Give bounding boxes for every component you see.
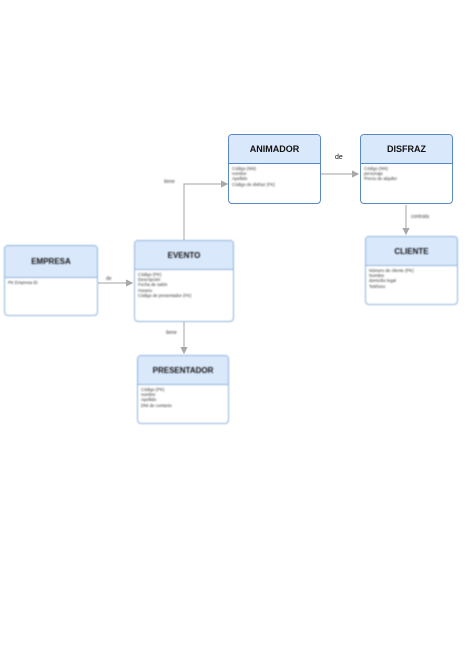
entity-attributes: Código (NN) personaje Precio de alquiler xyxy=(361,164,452,184)
entity-empresa: EMPRESA PK Empresa ID xyxy=(4,245,98,316)
entity-attributes: Código (PK) nombre Apellido DNI de conta… xyxy=(138,385,228,410)
relationship-label-disfraz-cliente: contrata xyxy=(411,214,430,220)
entity-attribute: Teléfono xyxy=(369,283,386,289)
entity-attribute: Número de cliente (PK) xyxy=(369,268,414,273)
entity-attributes: Código (NN) nombre Apellido Código de di… xyxy=(229,164,320,189)
entity-title: PRESENTADOR xyxy=(138,356,228,385)
entity-animador: ANIMADOR Código (NN) nombre Apellido Cód… xyxy=(228,134,321,204)
entity-title: CLIENTE xyxy=(366,237,457,266)
connector-evento-animador xyxy=(183,180,229,240)
entity-attribute: DNI de contacto xyxy=(141,402,172,408)
entity-attribute: Código (NN) xyxy=(364,166,388,171)
entity-attribute: Descripción xyxy=(138,277,161,283)
entity-attribute: personaje xyxy=(364,171,383,177)
entity-attribute: Fecha de salón xyxy=(138,282,168,288)
entity-attribute: Apellido xyxy=(232,176,248,182)
entity-attribute: Precio de alquiler xyxy=(364,176,398,182)
entity-attribute: PK Empresa ID xyxy=(8,280,38,285)
entity-attribute: Código de presentador (FK) xyxy=(138,292,192,298)
entity-attribute: Código (PK) xyxy=(138,272,162,277)
entity-attributes: PK Empresa ID xyxy=(5,278,97,287)
entity-attributes: Número de cliente (PK) Nombre domicilio … xyxy=(366,266,457,291)
relationship-label-evento-animador: tiene xyxy=(164,179,175,185)
entity-presentador: PRESENTADOR Código (PK) nombre Apellido … xyxy=(137,355,229,424)
entity-attribute: domicilio legal xyxy=(369,278,396,284)
entity-title: EMPRESA xyxy=(5,246,97,278)
entity-attribute: Horario xyxy=(138,287,153,293)
entity-attribute: Código (NN) xyxy=(232,166,256,171)
entity-cliente: CLIENTE Número de cliente (PK) Nombre do… xyxy=(365,236,458,305)
entity-attributes: Código (PK) Descripción Fecha de salón H… xyxy=(135,270,233,300)
entity-title: EVENTO xyxy=(135,241,233,270)
relationship-label-evento-presentador: tiene xyxy=(166,330,177,336)
entity-disfraz: DISFRAZ Código (NN) personaje Precio de … xyxy=(360,134,453,204)
entity-attribute: Nombre xyxy=(369,273,385,279)
entity-title: ANIMADOR xyxy=(229,135,320,164)
entity-attribute: Código (PK) xyxy=(141,387,165,392)
entity-attribute: nombre xyxy=(141,392,156,398)
entity-attribute: nombre xyxy=(232,171,247,177)
entity-attribute: Apellido xyxy=(141,397,157,403)
relationship-label-empresa-evento: de xyxy=(106,276,112,282)
entity-attribute: Código de disfraz (FK) xyxy=(232,181,275,187)
entity-evento: EVENTO Código (PK) Descripción Fecha de … xyxy=(134,240,234,322)
relationship-label-animador-disfraz: de xyxy=(335,154,343,161)
entity-title: DISFRAZ xyxy=(361,135,452,164)
